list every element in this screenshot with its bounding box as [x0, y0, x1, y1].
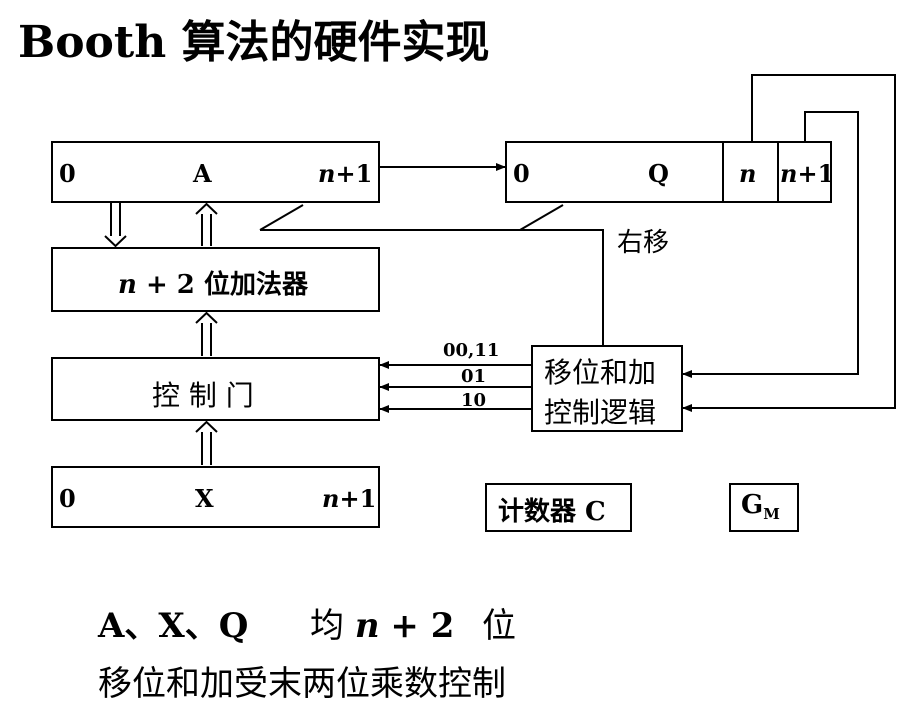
register-x-bit-n1: n+1 — [322, 484, 377, 513]
shift-control-line — [260, 229, 604, 345]
control-gate-label: 控 制 门 — [152, 379, 254, 412]
shift-tick-q — [519, 204, 564, 231]
counter-c-label: 计数器 C — [498, 497, 606, 527]
register-q — [505, 141, 832, 203]
control-gate-box — [51, 357, 380, 421]
register-x-bit-0: 0 — [59, 484, 76, 513]
shift-add-logic-box — [531, 345, 683, 432]
adder-box — [51, 247, 380, 312]
register-q-divider-1 — [722, 141, 724, 203]
qn-feedback-line — [682, 74, 896, 412]
register-q-divider-2 — [777, 141, 779, 203]
qn1-feedback-line — [682, 111, 859, 378]
bus-x-to-gate — [195, 420, 218, 465]
shift-right-label: 右移 — [617, 228, 670, 258]
register-a-bit-0: 0 — [59, 159, 76, 188]
page-title: Booth 算法的硬件实现 — [18, 17, 490, 68]
gm-flag-box — [729, 483, 799, 532]
signal-label-10: 10 — [461, 390, 487, 411]
register-q-bit-0: 0 — [513, 159, 530, 188]
logic-label-line1: 移位和加 — [544, 356, 657, 389]
bus-gate-to-adder — [195, 311, 218, 356]
register-a-name: A — [193, 159, 212, 188]
note-line-2: 移位和加受末两位乘数控制 — [98, 664, 506, 704]
counter-c-box — [485, 483, 632, 532]
register-x — [51, 466, 380, 528]
shift-tick-a — [259, 204, 304, 231]
logic-label-line2: 控制逻辑 — [544, 396, 657, 429]
register-a — [51, 141, 380, 203]
signal-label-00-11: 00,11 — [443, 340, 500, 361]
register-q-bit-n: n — [739, 159, 757, 188]
signal-label-01: 01 — [461, 366, 487, 387]
register-a-bit-n1: n+1 — [318, 159, 373, 188]
register-x-name: X — [195, 484, 214, 513]
bus-adder-to-a — [195, 202, 218, 246]
adder-label: n + 2 位加法器 — [118, 270, 308, 300]
note-line-1: A、X、Q 均 n + 2 位 — [98, 606, 516, 646]
gm-flag-label: GM — [741, 490, 780, 524]
register-q-bit-n1: n+1 — [780, 159, 835, 188]
register-q-name: Q — [648, 159, 669, 188]
bus-a-to-adder — [104, 202, 127, 248]
